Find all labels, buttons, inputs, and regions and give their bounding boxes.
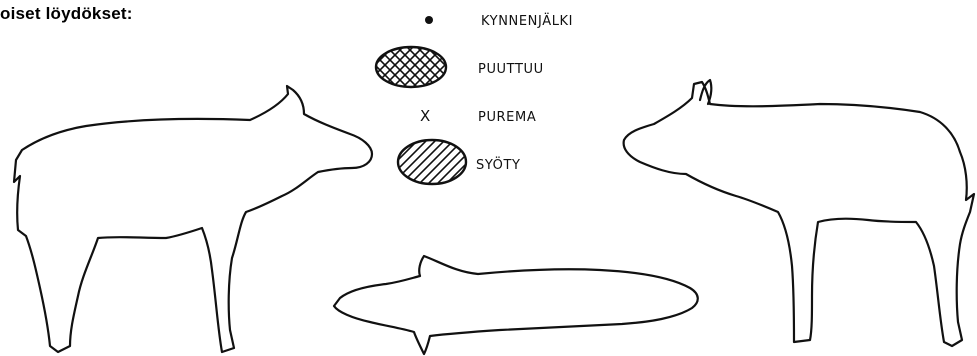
legend-item-eaten: SYÖTY — [398, 140, 521, 184]
legend-label: PUUTTUU — [478, 62, 544, 77]
hatch-icon — [398, 140, 466, 184]
legend-item-missing: PUUTTUU — [376, 47, 544, 87]
dot-icon — [425, 16, 433, 24]
crosshatch-icon — [376, 47, 446, 87]
deer-top-view-outline — [334, 256, 698, 354]
legend-label: KYNNENJÄLKI — [481, 13, 573, 29]
legend-item-bite: X PUREMA — [420, 107, 536, 125]
deer-left-side-outline — [14, 86, 372, 352]
x-mark-icon: X — [420, 107, 431, 125]
legend-label: PUREMA — [478, 110, 536, 125]
legend-item-claw-mark: KYNNENJÄLKI — [425, 13, 573, 29]
legend: KYNNENJÄLKI PUUTTUU X PUREMA SYÖTY — [376, 13, 573, 184]
deer-right-side-outline — [624, 82, 974, 346]
legend-label: SYÖTY — [476, 156, 521, 173]
